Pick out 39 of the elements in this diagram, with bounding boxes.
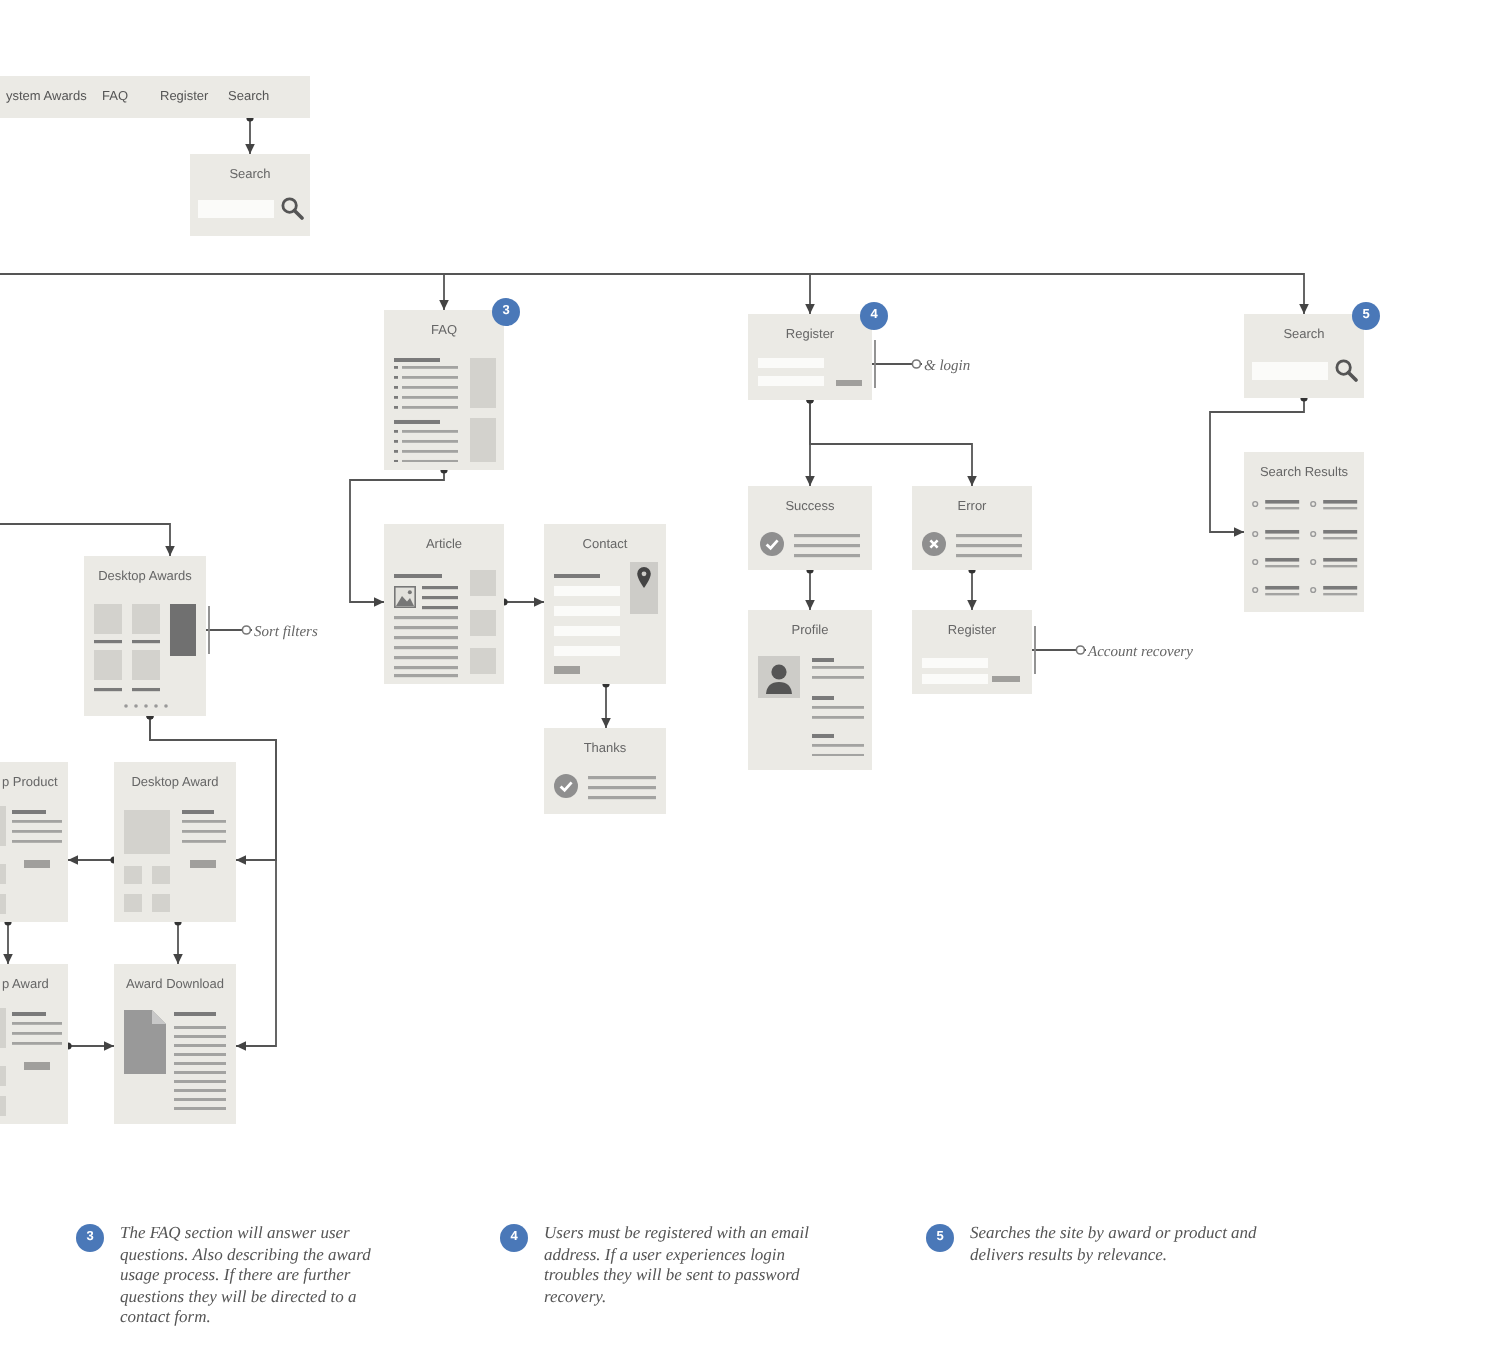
page-card — [912, 610, 1032, 694]
arrow — [64, 1041, 115, 1051]
arrow — [500, 597, 545, 607]
leader-line — [205, 605, 253, 655]
arrow — [3, 918, 13, 965]
nav-bar — [0, 76, 310, 118]
arrow — [0, 523, 175, 557]
page-card — [748, 314, 872, 400]
page-card — [384, 310, 504, 470]
page-card — [544, 524, 666, 684]
page-card — [84, 556, 206, 716]
arrow — [349, 466, 448, 607]
note-text: Users must be registered with an email address. If a user experiences login troubles they will be sent to password recovery. — [544, 1222, 812, 1306]
page-card — [0, 762, 68, 922]
page-card — [544, 728, 666, 814]
arrow — [245, 114, 255, 155]
page-card — [190, 154, 310, 236]
leader-line — [871, 339, 923, 389]
arrow — [601, 680, 611, 729]
page-card — [1244, 314, 1364, 398]
page-card — [912, 486, 1032, 570]
arrow — [0, 273, 1309, 315]
page-card — [748, 610, 872, 770]
note-text: Searches the site by award or product and delivers results by relevance. — [970, 1222, 1259, 1264]
page-card — [748, 486, 872, 570]
arrow — [173, 918, 183, 965]
arrow — [967, 566, 977, 611]
page-card — [1244, 452, 1364, 612]
arrow — [1209, 394, 1308, 537]
page-card — [384, 524, 504, 684]
note-text: The FAQ section will answer user questions. Also describing the award usage process. If there are further questions they will be directed to a contact form. — [120, 1222, 373, 1327]
page-card — [114, 762, 236, 922]
arrow — [146, 712, 277, 1051]
page-card — [0, 964, 68, 1124]
arrow — [806, 396, 977, 487]
page-card — [114, 964, 236, 1124]
arrow — [67, 855, 118, 865]
leader-line — [1031, 625, 1087, 675]
arrow — [805, 566, 815, 611]
